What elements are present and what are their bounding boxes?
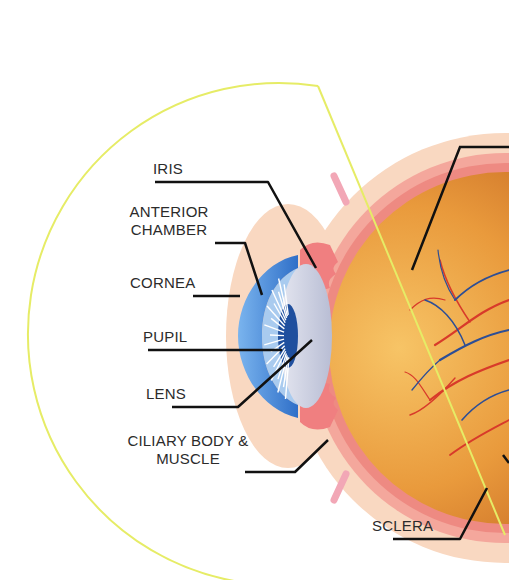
part-label: ANTERIOR CHAMBER <box>110 203 228 239</box>
artery <box>435 300 509 345</box>
part-label: SCLERA <box>372 517 452 535</box>
leader-line <box>193 295 240 298</box>
cornea-shape <box>238 255 298 418</box>
leader-line <box>148 349 282 352</box>
highlight-chord <box>318 86 505 535</box>
part-label: PUPIL <box>143 328 223 346</box>
part-label: CORNEA <box>130 274 220 292</box>
part-label: LENS <box>146 385 226 403</box>
iris-fibre <box>272 290 286 320</box>
leader-line <box>172 340 312 407</box>
vein <box>440 330 509 360</box>
iris-fibre <box>264 339 284 345</box>
vein <box>412 360 440 390</box>
sclera-layer <box>310 153 509 543</box>
part-label: CILIARY BODY & MUSCLE <box>108 432 268 468</box>
part-label: IRIS <box>153 160 243 178</box>
leader-line <box>503 455 509 463</box>
iris-fibre <box>284 284 288 315</box>
iris-fibre <box>270 334 284 336</box>
retina <box>329 172 509 524</box>
artery <box>405 372 430 400</box>
muscle-tab <box>334 176 346 202</box>
highlight-outline <box>28 83 505 580</box>
leader-line <box>245 440 328 472</box>
iris-fibre <box>279 278 288 316</box>
leader-line <box>412 147 509 270</box>
muscle-tab <box>334 474 346 500</box>
blood-vessels <box>405 250 509 455</box>
highlight-arc <box>28 83 318 580</box>
vein <box>438 250 455 300</box>
vein <box>462 390 509 420</box>
vein <box>425 300 465 345</box>
unlabelled-leaders <box>412 147 509 463</box>
eyeball <box>310 153 509 543</box>
iris-fibre <box>267 306 285 326</box>
leader-line <box>215 243 262 295</box>
vein <box>455 270 509 300</box>
tissue <box>226 133 509 563</box>
